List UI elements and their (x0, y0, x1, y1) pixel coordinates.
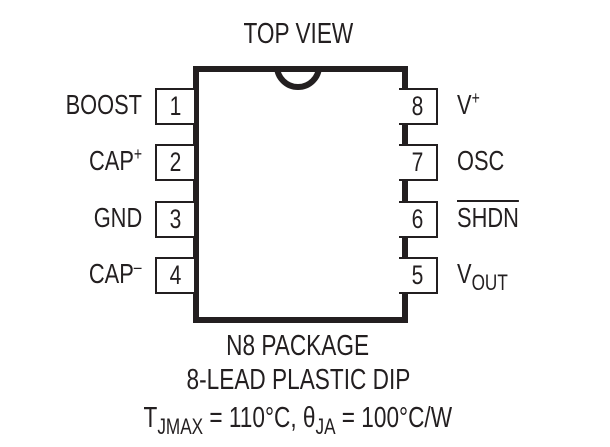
theta-symbol: θ (303, 402, 316, 434)
tj-symbol: T (143, 402, 158, 434)
pin-4-number: 4 (169, 260, 182, 290)
pin-7-name: OSC (457, 145, 505, 176)
thermal-spec: TJMAX = 110°C, θJA = 100°C/W (0, 402, 596, 438)
pin-3-box: 3 (155, 201, 194, 238)
pin-2-label: CAP+ (74, 143, 142, 179)
pin-3-label: GND (80, 200, 142, 236)
pin-5-label: VOUT (457, 256, 522, 295)
pin-5-subscript: OUT (471, 270, 508, 295)
pin-5-name: V (457, 258, 472, 289)
pin-5-number: 5 (411, 260, 424, 290)
pin-1-number: 1 (169, 91, 182, 121)
pin-2-superscript: + (133, 144, 142, 164)
pin-2-box: 2 (155, 144, 194, 181)
pin-7-box: 7 (399, 144, 438, 181)
package-description-text: 8-LEAD PLASTIC DIP (186, 364, 410, 396)
pin-1-label: BOOST (44, 87, 142, 123)
pin-6-name: SHDN (457, 202, 519, 233)
pin-6-label: SHDN (457, 200, 536, 236)
view-title-text: TOP VIEW (243, 18, 353, 50)
pin-8-number: 8 (411, 91, 424, 121)
pin-1-box: 1 (155, 88, 194, 125)
pin-8-box: 8 (399, 88, 438, 125)
tj-value: = 110°C, (203, 402, 304, 434)
pin-7-label: OSC (457, 143, 518, 179)
pin-4-box: 4 (155, 257, 194, 294)
pin-7-number: 7 (411, 147, 424, 177)
pin-8-name: V (457, 89, 472, 120)
theta-value: = 100°C/W (335, 402, 453, 434)
pin-6-box: 6 (399, 201, 438, 238)
pin-3-number: 3 (169, 204, 182, 234)
pin-5-box: 5 (399, 257, 438, 294)
theta-subscript: JA (315, 414, 336, 439)
view-title: TOP VIEW (0, 18, 596, 51)
pin-8-label: V+ (457, 87, 486, 123)
pin-2-name: CAP (88, 145, 134, 176)
pin-2-number: 2 (169, 147, 182, 177)
pin-4-name: CAP (89, 258, 135, 289)
pin-4-label: CAP– (74, 256, 142, 292)
orientation-notch-icon (274, 66, 322, 90)
pin-1-name: BOOST (65, 89, 142, 120)
pin-6-number: 6 (411, 204, 424, 234)
package-name-text: N8 PACKAGE (226, 330, 370, 362)
pin-4-superscript: – (134, 257, 142, 277)
tj-subscript: JMAX (157, 414, 204, 439)
pin-8-superscript: + (471, 88, 480, 108)
ic-package-body (193, 66, 408, 323)
package-description: 8-LEAD PLASTIC DIP (0, 364, 596, 397)
pin-3-name: GND (93, 202, 142, 233)
package-name: N8 PACKAGE (0, 330, 596, 363)
